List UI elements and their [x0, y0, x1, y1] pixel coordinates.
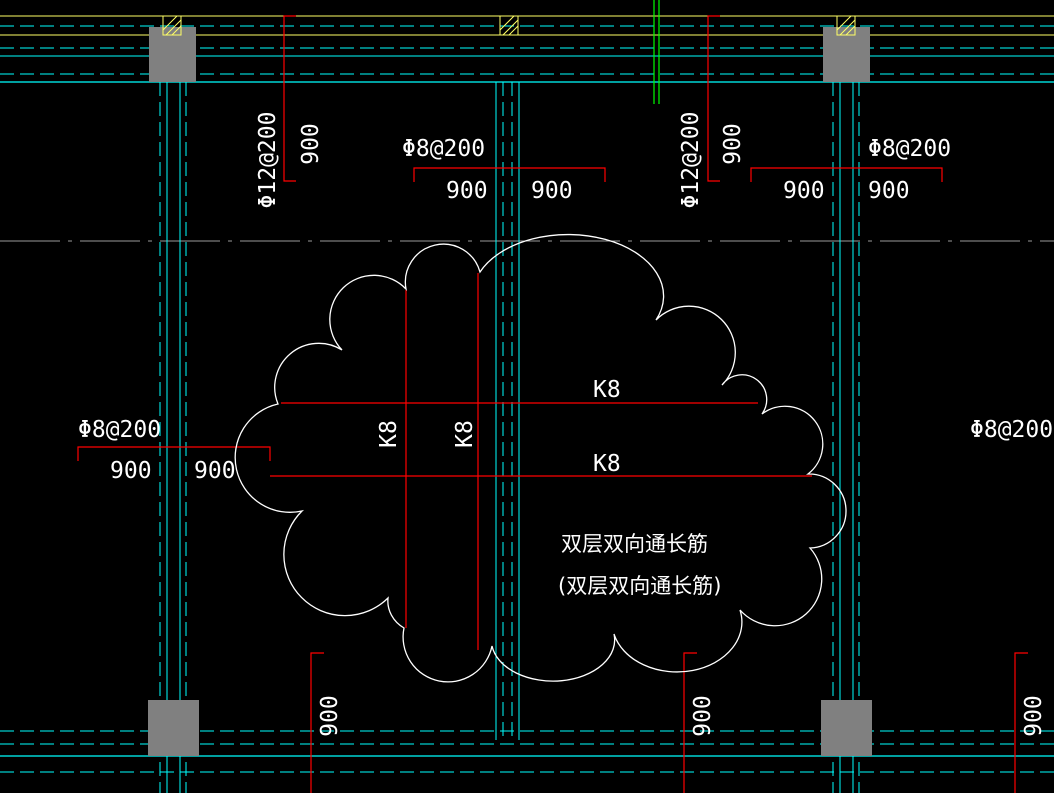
column-top-right[interactable]	[823, 27, 870, 82]
bottom-length-1: 900	[317, 695, 343, 737]
hatch-wall-left	[162, 15, 182, 36]
top-far-length-right: 900	[868, 178, 910, 204]
k8-horizontal-bottom-label: K8	[593, 451, 621, 477]
column-bottom-right[interactable]	[821, 700, 872, 756]
hatch-wall-middle	[499, 15, 519, 36]
left-length-left: 900	[110, 458, 152, 484]
bottom-length-3: 900	[1021, 695, 1047, 737]
rebar-top-far[interactable]	[750, 167, 943, 182]
column-top-left[interactable]	[149, 27, 196, 82]
column-bottom-left[interactable]	[148, 700, 199, 756]
k8-vertical-right-label: K8	[452, 420, 478, 448]
top-right-rebar-label: Φ12@200	[678, 112, 704, 209]
top-mid-length-left: 900	[446, 178, 488, 204]
top-right-length-label: 900	[720, 123, 746, 165]
bottom-length-2: 900	[690, 695, 716, 737]
rebar-top-right[interactable]	[707, 15, 720, 182]
top-far-length-left: 900	[783, 178, 825, 204]
top-far-spec-label: Φ8@200	[868, 136, 951, 162]
rebar-bottom-3[interactable]	[1014, 652, 1028, 793]
left-spec-label: Φ8@200	[78, 417, 161, 443]
top-mid-spec-label: Φ8@200	[402, 136, 485, 162]
left-length-right: 900	[194, 458, 236, 484]
vertical-beam-middle	[495, 82, 520, 740]
green-axis-line	[653, 0, 660, 104]
k8-vertical-left-label: K8	[376, 420, 402, 448]
rebar-top-mid[interactable]	[413, 167, 606, 182]
rebar-bottom-2[interactable]	[683, 652, 697, 793]
top-mid-length-right: 900	[531, 178, 573, 204]
vertical-beam-left	[159, 82, 187, 793]
note-line-1: 双层双向通长筋	[561, 532, 708, 556]
top-left-rebar-label: Φ12@200	[255, 112, 281, 209]
rebar-bottom-1[interactable]	[310, 652, 324, 793]
revision-cloud[interactable]	[234, 233, 847, 683]
note-line-2: (双层双向通长筋)	[558, 574, 721, 598]
hatch-wall-right	[836, 15, 856, 36]
rebar-left[interactable]	[77, 446, 271, 461]
right-spec-label: Φ8@200	[970, 417, 1053, 443]
k8-horizontal-top-label: K8	[593, 377, 621, 403]
rebar-top-left[interactable]	[283, 15, 296, 182]
top-left-length-label: 900	[298, 123, 324, 165]
vertical-beam-right	[832, 82, 860, 793]
